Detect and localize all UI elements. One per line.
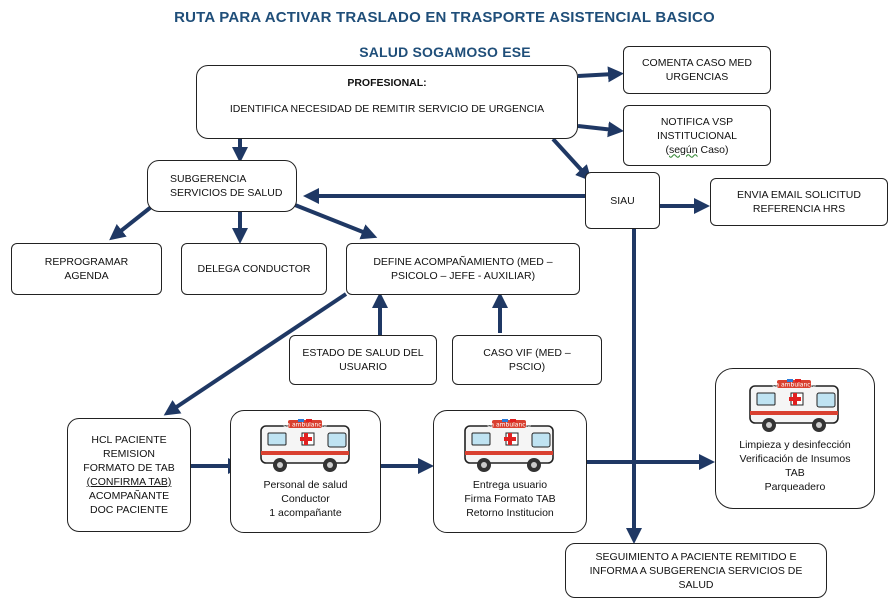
hcl-line: DOC PACIENTE	[90, 504, 168, 516]
estado-line: USUARIO	[339, 361, 387, 373]
hcl-line: HCL PACIENTE	[91, 434, 167, 446]
profesional-text: IDENTIFICA NECESIDAD DE REMITIR SERVICIO…	[229, 103, 545, 115]
vif-line: PSCIO)	[508, 361, 546, 373]
email-line: ENVIA EMAIL SOLICITUD	[737, 189, 861, 201]
arrow-profesional-siau	[551, 137, 592, 182]
personal-line: Conductor	[281, 493, 330, 505]
estado-box: ESTADO DE SALUD DEL USUARIO	[289, 335, 437, 385]
personal-line: 1 acompañante	[269, 507, 342, 519]
notifica-caso: Caso)	[697, 143, 729, 156]
entrega-line: Entrega usuario	[472, 479, 548, 491]
subgerencia-box: SUBGERENCIA SERVICIOS DE SALUD	[147, 160, 297, 212]
comenta-line: COMENTA CASO MED	[641, 57, 753, 69]
ambulance-icon: La ambulancia	[749, 379, 839, 432]
notifica-line: INSTITUCIONAL	[657, 129, 737, 142]
notifica-line: NOTIFICA VSP	[660, 115, 734, 128]
limpieza-line: Parqueadero	[764, 481, 826, 493]
seguimiento-box: SEGUIMIENTO A PACIENTE REMITIDO E INFORM…	[565, 543, 827, 598]
seguimiento-line: SEGUIMIENTO A PACIENTE REMITIDO E	[595, 550, 797, 563]
hcl-line: ACOMPAÑANTE	[88, 490, 170, 502]
notifica-spellmark: según	[668, 143, 698, 156]
profesional-box: PROFESIONAL: IDENTIFICA NECESIDAD DE REM…	[196, 65, 578, 139]
limpieza-box: La ambulancia Limpieza y desinfección Ve…	[715, 368, 875, 509]
vif-line: CASO VIF (MED –	[483, 347, 571, 359]
personal-line: Personal de salud	[263, 479, 348, 491]
arrow-profesional-comenta	[577, 66, 624, 83]
entrega-box: La ambulancia Entrega usuario Firma Form…	[433, 410, 587, 533]
estado-line: ESTADO DE SALUD DEL	[302, 347, 424, 359]
limpieza-line: Limpieza y desinfección	[739, 439, 851, 451]
delega-text: DELEGA CONDUCTOR	[197, 263, 311, 275]
reprogramar-line: AGENDA	[64, 270, 109, 282]
reprogramar-line: REPROGRAMAR	[44, 256, 129, 268]
ambulance-label: La ambulancia	[487, 422, 531, 429]
ambulance-icon: La ambulancia	[464, 419, 554, 472]
ambulance-icon: La ambulancia	[259, 419, 350, 472]
vif-box: CASO VIF (MED – PSCIO)	[452, 335, 602, 385]
reprogramar-box: REPROGRAMAR AGENDA	[11, 243, 162, 295]
delega-box: DELEGA CONDUCTOR	[181, 243, 327, 295]
diagram-subtitle: SALUD SOGAMOSO ESE	[359, 44, 531, 60]
comenta-line: URGENCIAS	[665, 71, 729, 83]
limpieza-line: TAB	[785, 467, 805, 479]
hcl-line: FORMATO DE TAB	[83, 462, 175, 474]
siau-text: SIAU	[610, 194, 635, 207]
define-line: PSICOLO – JEFE - AUXILIAR)	[390, 270, 536, 282]
arrow-subgerencia-define	[294, 203, 378, 240]
personal-box: La ambulancia Personal de salud Conducto…	[230, 410, 381, 533]
ambulance-label: La ambulancia	[772, 382, 816, 389]
arrow-define-hcl	[163, 292, 348, 416]
entrega-line: Firma Formato TAB	[464, 493, 556, 505]
notifica-box: NOTIFICA VSP INSTITUCIONAL (según Caso)	[623, 105, 771, 166]
arrow-profesional-notifica	[577, 121, 624, 138]
define-line: DEFINE ACOMPAÑAMIENTO (MED –	[373, 256, 553, 268]
siau-box: SIAU	[585, 172, 660, 229]
profesional-heading: PROFESIONAL:	[347, 77, 427, 89]
diagram-title: RUTA PARA ACTIVAR TRASLADO EN TRASPORTE …	[174, 9, 715, 26]
limpieza-line: Verificación de Insumos	[739, 453, 851, 465]
notifica-paren: (	[665, 143, 669, 156]
notifica-line: (según Caso)	[665, 143, 728, 157]
email-box: ENVIA EMAIL SOLICITUD REFERENCIA HRS	[710, 178, 888, 226]
define-box: DEFINE ACOMPAÑAMIENTO (MED – PSICOLO – J…	[346, 243, 580, 295]
hcl-box: HCL PACIENTE REMISION FORMATO DE TAB (CO…	[67, 418, 191, 532]
subgerencia-line: SUBGERENCIA	[170, 173, 247, 185]
entrega-line: Retorno Institucion	[466, 507, 554, 519]
seguimiento-line: SALUD	[678, 578, 714, 591]
email-line: REFERENCIA HRS	[752, 203, 846, 215]
subgerencia-line: SERVICIOS DE SALUD	[170, 187, 283, 199]
hcl-line: (CONFIRMA TAB)	[86, 476, 172, 488]
comenta-box: COMENTA CASO MED URGENCIAS	[623, 46, 771, 94]
ambulance-label: La ambulancia	[283, 422, 327, 429]
hcl-line: REMISION	[103, 448, 155, 460]
seguimiento-line: INFORMA A SUBGERENCIA SERVICIOS DE	[589, 564, 803, 577]
